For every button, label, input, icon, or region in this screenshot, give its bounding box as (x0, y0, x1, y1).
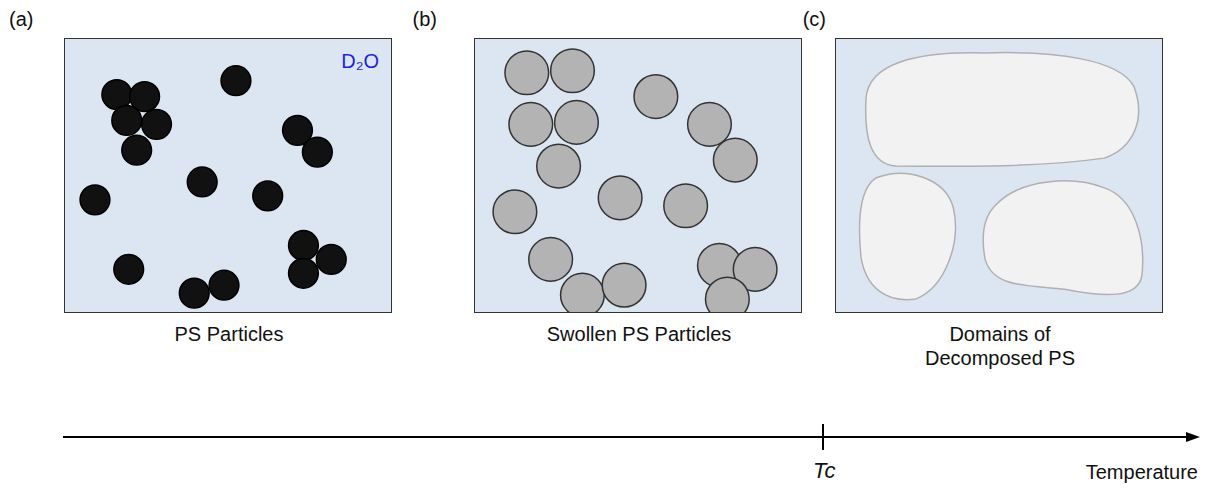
ps-particle (602, 263, 646, 307)
ps-particle (112, 106, 142, 136)
panel-letter: (a) (9, 7, 33, 31)
ps-particle (634, 75, 678, 119)
ps-particle (706, 277, 750, 312)
panel-caption: Swollen PS Particles (547, 322, 732, 346)
ps-particle (509, 103, 553, 147)
ps-particle (142, 109, 172, 139)
ps-domain (860, 173, 956, 299)
ps-particle (713, 138, 757, 182)
ps-particle (289, 258, 319, 288)
sample-panel: (a)D₂OPS Particles (64, 38, 392, 313)
panel-illustration (836, 39, 1162, 312)
panel-caption: Domains of Decomposed PS (905, 322, 1095, 370)
panel-illustration (475, 39, 801, 312)
ps-particle (302, 137, 332, 167)
panel-caption: PS Particles (175, 322, 284, 346)
ps-particle (688, 103, 732, 147)
panel-illustration (65, 39, 391, 312)
ps-particle (537, 144, 581, 188)
ps-particle (561, 273, 605, 312)
ps-particle (551, 49, 595, 93)
sample-panel: (c)Domains of Decomposed PS (835, 38, 1163, 313)
ps-particle (122, 135, 152, 165)
critical-temperature: Tc (813, 458, 835, 484)
axis-label: Temperature (1086, 460, 1198, 484)
ps-particle (289, 231, 319, 261)
critical-tick (822, 424, 824, 450)
ps-particle (555, 101, 599, 145)
sample-panel: (b)Swollen PS Particles (474, 38, 802, 313)
ps-particle (221, 66, 251, 96)
panel-letter: (b) (413, 7, 437, 31)
axis-arrowhead (1186, 432, 1200, 442)
solvent-label: D₂O (341, 49, 379, 73)
ps-particle (179, 278, 209, 308)
ps-particle (316, 244, 346, 274)
ps-particle (80, 185, 110, 215)
ps-domain (983, 181, 1142, 295)
ps-particle (187, 167, 217, 197)
ps-particle (598, 176, 642, 220)
ps-particle (529, 238, 573, 282)
ps-domain (866, 53, 1139, 167)
axis-line (63, 436, 1190, 438)
ps-particle (493, 190, 537, 234)
ps-particle (664, 184, 708, 228)
ps-particle (114, 254, 144, 284)
ps-particle (253, 181, 283, 211)
panel-letter: (c) (803, 7, 826, 31)
ps-particle (505, 51, 549, 95)
ps-particle (209, 270, 239, 300)
